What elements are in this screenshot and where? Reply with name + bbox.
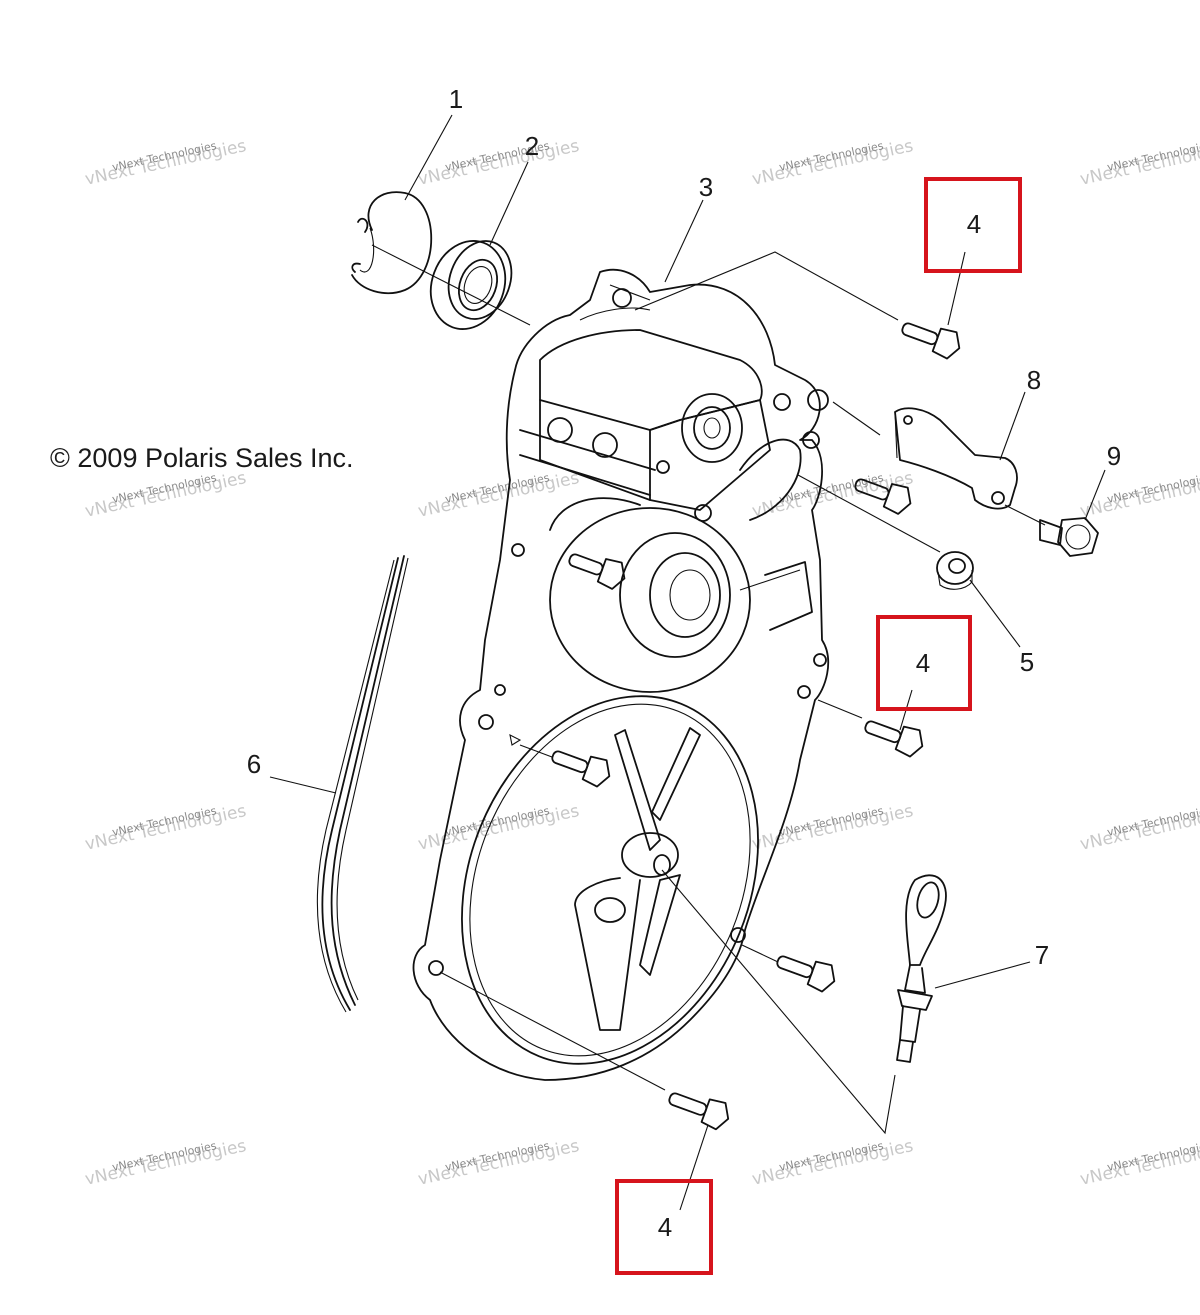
callout-4-top: 4 <box>967 209 981 239</box>
part-1-snap-ring <box>351 191 432 294</box>
bolt-drum <box>568 553 626 590</box>
callout-5: 5 <box>1020 647 1034 677</box>
part-7-dipstick <box>896 874 947 1063</box>
callout-numbers: 1 2 3 4 4 4 5 6 7 8 9 <box>247 84 1121 1242</box>
bolt-lower-right <box>776 955 836 993</box>
callout-6: 6 <box>247 749 261 779</box>
callout-3: 3 <box>699 172 713 202</box>
watermark-large-text: vNext Technologies <box>416 801 581 855</box>
part-3-chaincase-cover <box>412 268 830 1081</box>
callout-4-bottom: 4 <box>658 1212 672 1242</box>
part-4-bolts <box>551 322 961 1131</box>
bolt-top <box>901 322 961 360</box>
bolt-left-mid <box>551 750 611 788</box>
watermark-large-text: vNext Technologies <box>750 136 915 190</box>
callout-7: 7 <box>1035 940 1049 970</box>
bolt-bottom <box>668 1092 730 1131</box>
callout-4-middle: 4 <box>916 648 930 678</box>
part-6-seal-strip <box>316 555 409 1013</box>
watermark-large-text: vNext Technologies <box>83 136 248 190</box>
part-8-bracket <box>894 407 1018 510</box>
callout-1: 1 <box>449 84 463 114</box>
bolt-right <box>864 720 924 758</box>
highlight-box-top <box>924 177 1022 273</box>
leader-lines <box>269 114 1106 1211</box>
callout-9: 9 <box>1107 441 1121 471</box>
part-5-washer <box>936 551 974 590</box>
callout-2: 2 <box>525 131 539 161</box>
watermark-large-text: vNext Technologies <box>416 468 581 522</box>
bolt-upper-mid <box>854 478 912 515</box>
highlight-box-bottom <box>615 1179 713 1275</box>
callout-8: 8 <box>1027 365 1041 395</box>
copyright-text: © 2009 Polaris Sales Inc. <box>50 443 354 473</box>
part-2-seal <box>429 240 513 330</box>
watermark-large-text: vNext Technologies <box>83 468 248 522</box>
watermark-large-text: vNext Technologies <box>83 801 248 855</box>
highlight-box-middle <box>876 615 972 711</box>
highlight-boxes <box>615 177 1022 1275</box>
watermark-large-text: vNext Technologies <box>416 136 581 190</box>
part-9-flange-bolt <box>1039 517 1099 557</box>
watermark-large-text: vNext Technologies <box>750 468 915 522</box>
